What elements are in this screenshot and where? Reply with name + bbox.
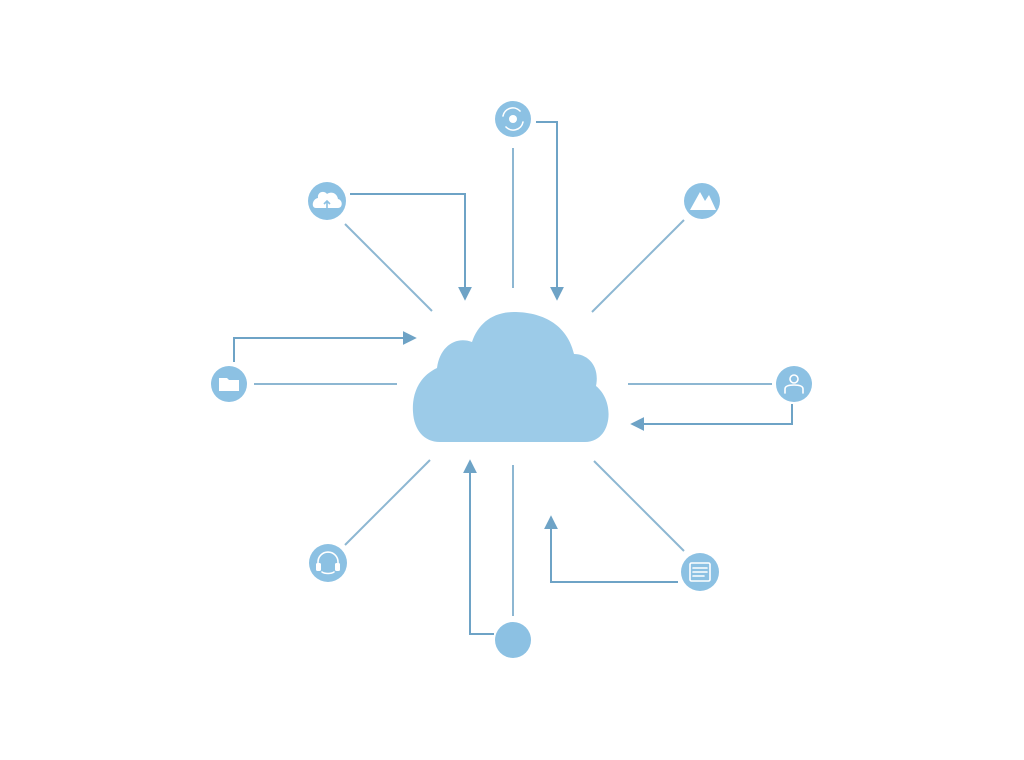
- arrow-left-to-cloud: [233, 331, 417, 362]
- connector-bottom-right: [593, 460, 685, 552]
- document-icon[interactable]: [681, 553, 719, 591]
- cloud-icon: [412, 312, 609, 442]
- connector-bottom-left: [344, 459, 431, 546]
- arrow-right-to-cloud: [630, 404, 793, 431]
- arrow-bottom-to-cloud: [463, 459, 494, 635]
- sync-icon[interactable]: [495, 101, 531, 137]
- arrow-bottom-right-to-cloud: [544, 515, 678, 583]
- arrow-top-left-to-cloud: [350, 193, 472, 301]
- connector-top-left: [344, 223, 433, 312]
- dot-icon[interactable]: [495, 622, 531, 658]
- headset-icon[interactable]: [309, 544, 347, 582]
- user-icon[interactable]: [776, 366, 812, 402]
- cloud-upload-icon[interactable]: [308, 182, 346, 220]
- mountain-icon[interactable]: [684, 183, 720, 219]
- arrow-top-to-cloud: [536, 121, 564, 301]
- folder-icon[interactable]: [211, 366, 247, 402]
- connectors: [233, 121, 793, 635]
- connector-top-right: [591, 219, 685, 313]
